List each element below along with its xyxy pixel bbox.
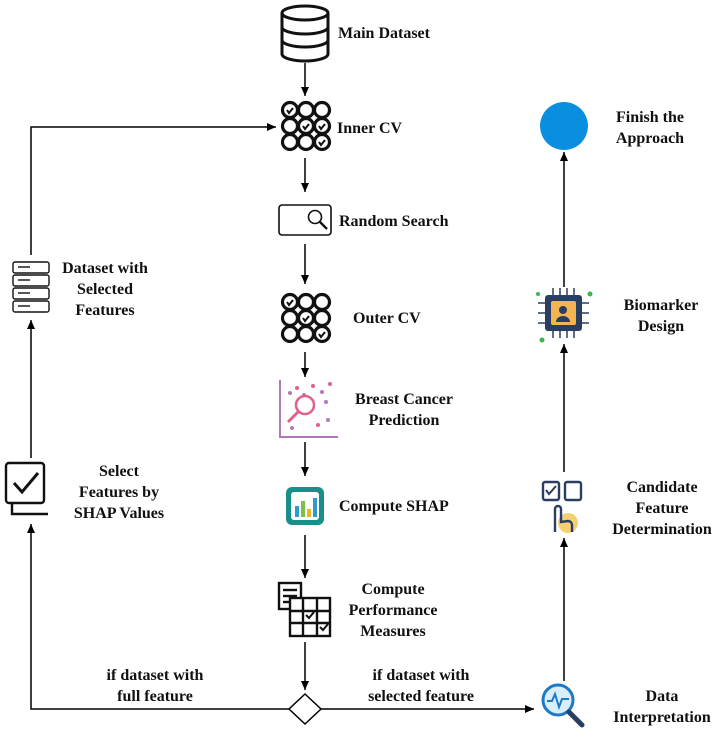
prediction-scatter-icon: [279, 380, 338, 438]
arrow-dataset-to-inner: [30, 123, 276, 255]
select-features-line-2: Features by: [78, 484, 160, 501]
checkbox-select-icon: [4, 461, 48, 516]
select-features-line-1: Select: [99, 463, 139, 480]
prediction-label: Breast Cancer Prediction: [340, 389, 468, 431]
candidate-feature-line-1: Candidate: [626, 479, 698, 496]
selected-feature-line-1: if dataset with: [372, 667, 470, 684]
finish-label-line-2: Approach: [615, 130, 685, 147]
full-feature-edge-label: if dataset with full feature: [90, 665, 220, 707]
candidate-feature-label: Candidate Feature Determination: [598, 477, 726, 540]
biomarker-design-label: Biomarker Design: [606, 295, 716, 337]
magnifier-analysis-icon: [541, 683, 585, 728]
compute-performance-line-3: Measures: [360, 623, 426, 640]
selected-feature-edge-label: if dataset with selected feature: [350, 665, 492, 707]
dataset-selected-line-1: Dataset with: [62, 260, 148, 277]
full-feature-line-1: if dataset with: [106, 667, 204, 684]
finish-label-line-1: Finish the: [615, 109, 684, 126]
candidate-feature-line-2: Feature: [635, 500, 689, 517]
performance-table-icon: [277, 581, 332, 638]
finish-label: Finish the Approach: [594, 107, 706, 149]
search-box-icon: [278, 204, 332, 236]
biomarker-chip-icon: [536, 288, 593, 343]
inner-cv-grid-icon: [280, 100, 332, 152]
outer-cv-grid-icon: [280, 292, 332, 344]
server-stack-icon: [12, 261, 50, 313]
selected-feature-line-2: selected feature: [368, 688, 474, 705]
random-search-label: Random Search: [339, 213, 449, 230]
data-interpretation-line-1: Data: [645, 688, 679, 705]
prediction-label-line-1: Breast Cancer: [355, 391, 453, 408]
connectors: [27, 63, 568, 713]
candidate-feature-icon: [541, 480, 583, 533]
data-interpretation-label: Data Interpretation: [598, 686, 726, 728]
biomarker-design-line-1: Biomarker: [623, 297, 699, 314]
compute-performance-label: Compute Performance Measures: [342, 579, 444, 642]
dataset-selected-line-3: Features: [75, 302, 135, 319]
candidate-feature-line-3: Determination: [612, 521, 712, 538]
inner-cv-label: Inner CV: [337, 120, 403, 137]
shap-report-icon: [286, 487, 324, 525]
outer-cv-label: Outer CV: [353, 310, 421, 327]
biomarker-design-line-2: Design: [637, 318, 685, 335]
prediction-label-line-2: Prediction: [368, 412, 440, 429]
dataset-selected-line-2: Selected: [77, 281, 133, 298]
arrow-decision-to-select: [27, 524, 293, 710]
select-features-label: Select Features by SHAP Values: [60, 461, 178, 524]
dataset-selected-label: Dataset with Selected Features: [50, 258, 160, 321]
full-feature-line-2: full feature: [117, 688, 193, 705]
compute-shap-label: Compute SHAP: [339, 498, 449, 515]
main-dataset-label: Main Dataset: [338, 25, 430, 42]
compute-performance-line-1: Compute: [361, 581, 425, 598]
decision-diamond: [287, 692, 323, 726]
compute-performance-line-2: Performance: [348, 602, 438, 619]
finish-circle: [540, 102, 588, 150]
data-interpretation-line-2: Interpretation: [613, 709, 711, 726]
database-icon: [280, 4, 330, 63]
select-features-line-3: SHAP Values: [73, 505, 165, 522]
